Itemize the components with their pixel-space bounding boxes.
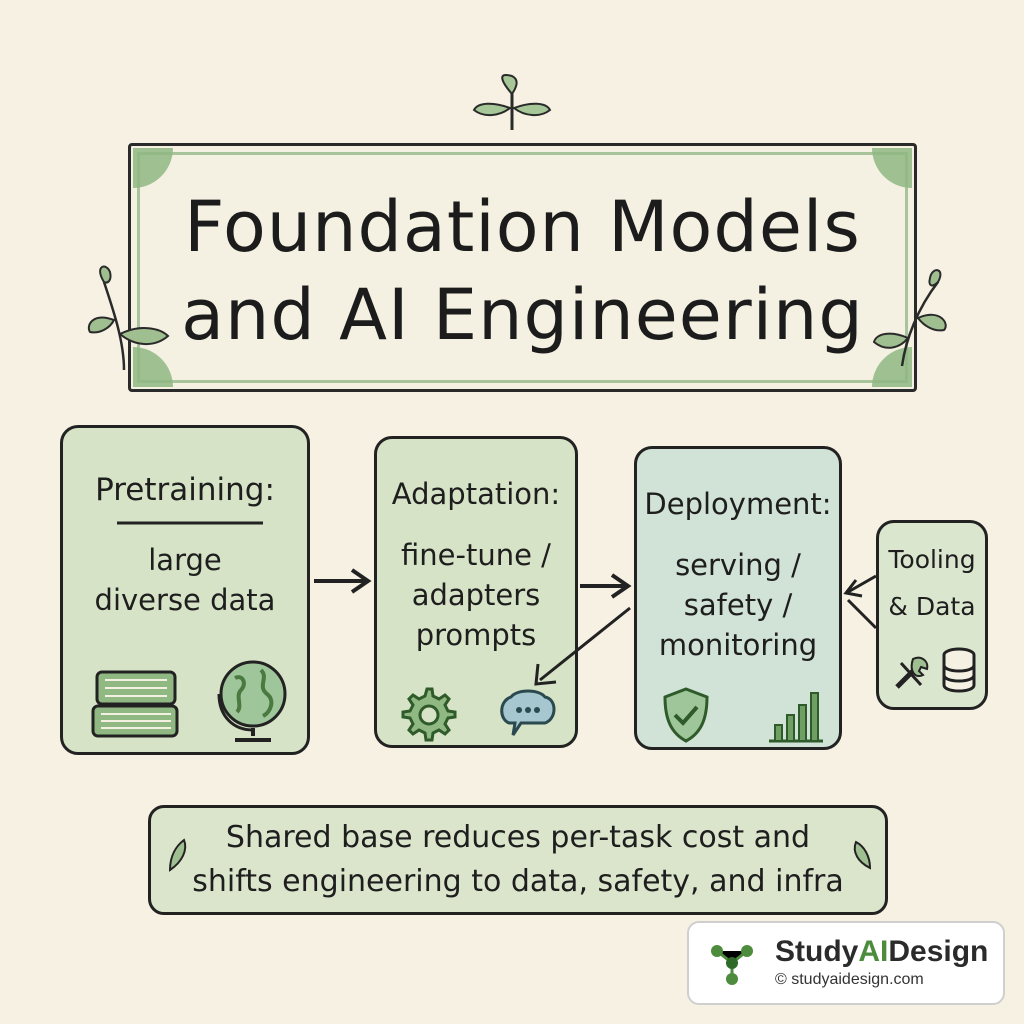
body-line: diverse data bbox=[94, 583, 276, 617]
gear-icon bbox=[401, 687, 457, 742]
underline-divider bbox=[117, 521, 263, 525]
body-line: adapters bbox=[411, 578, 541, 612]
arrow-pretraining-to-adaptation bbox=[314, 568, 372, 594]
brand-badge: StudyAIDesign © studyaidesign.com bbox=[687, 921, 1005, 1005]
stage-body: fine-tune / adapters prompts bbox=[377, 535, 575, 655]
summary-box: Shared base reduces per-task cost and sh… bbox=[148, 805, 888, 915]
summary-line-1: Shared base reduces per-task cost and bbox=[225, 820, 811, 855]
title-line-2: and AI Engineering bbox=[181, 274, 864, 356]
body-line: large bbox=[148, 543, 222, 577]
stage-body: serving / safety / monitoring bbox=[637, 545, 839, 665]
brand-suffix: Design bbox=[888, 935, 989, 968]
stage-title: Adaptation: bbox=[391, 477, 561, 511]
title-line-1: Foundation Models bbox=[184, 186, 861, 268]
molecule-logo-icon bbox=[711, 945, 753, 985]
leaf-sprig-right-icon bbox=[872, 269, 947, 367]
bar-chart-icon bbox=[769, 692, 823, 743]
body-line: monitoring bbox=[658, 628, 818, 662]
body-line: prompts bbox=[415, 618, 537, 652]
stage-deployment: Deployment: serving / safety / monitorin… bbox=[634, 446, 842, 750]
brand-name: StudyAIDesign bbox=[775, 935, 988, 969]
brand-accent: AI bbox=[858, 935, 889, 968]
stage-body: & Data bbox=[879, 587, 985, 627]
leaf-small-icon bbox=[168, 838, 187, 872]
brand-url: © studyaidesign.com bbox=[775, 971, 924, 988]
shield-check-icon bbox=[663, 687, 709, 743]
arrow-tooling-to-deployment bbox=[843, 574, 878, 630]
arrow-adaptation-to-deployment bbox=[580, 573, 632, 599]
title-frame: Foundation Models and AI Engineering bbox=[128, 143, 917, 392]
leaf-small-icon bbox=[853, 840, 872, 870]
stage-adaptation: Adaptation: fine-tune / adapters prompts bbox=[374, 436, 578, 748]
chat-bubble-icon bbox=[500, 689, 556, 736]
brand-prefix: Study bbox=[775, 935, 859, 968]
corner-leaf-top-right bbox=[872, 148, 912, 188]
body-line: safety / bbox=[683, 588, 793, 622]
summary-line-2: shifts engineering to data, safety, and … bbox=[192, 864, 844, 899]
sprout-icon bbox=[472, 74, 552, 130]
corner-leaf-top-left bbox=[133, 148, 173, 188]
body-line: serving / bbox=[675, 548, 801, 582]
books-icon bbox=[91, 670, 179, 738]
leaf-sprig-left-icon bbox=[87, 265, 170, 371]
stage-title: Tooling bbox=[888, 545, 976, 574]
stage-body: large diverse data bbox=[63, 540, 307, 620]
database-icon bbox=[942, 647, 976, 693]
stage-title: Pretraining: bbox=[95, 472, 275, 508]
body-line: fine-tune / bbox=[401, 538, 551, 572]
body-line: & Data bbox=[888, 592, 976, 621]
stage-pretraining: Pretraining: large diverse data bbox=[60, 425, 310, 755]
globe-icon bbox=[217, 660, 287, 742]
stage-tooling-data: Tooling & Data bbox=[876, 520, 988, 710]
arrow-feedback-to-adaptation bbox=[534, 606, 631, 686]
stage-title: Deployment: bbox=[644, 487, 832, 521]
wrench-icon bbox=[895, 656, 929, 689]
